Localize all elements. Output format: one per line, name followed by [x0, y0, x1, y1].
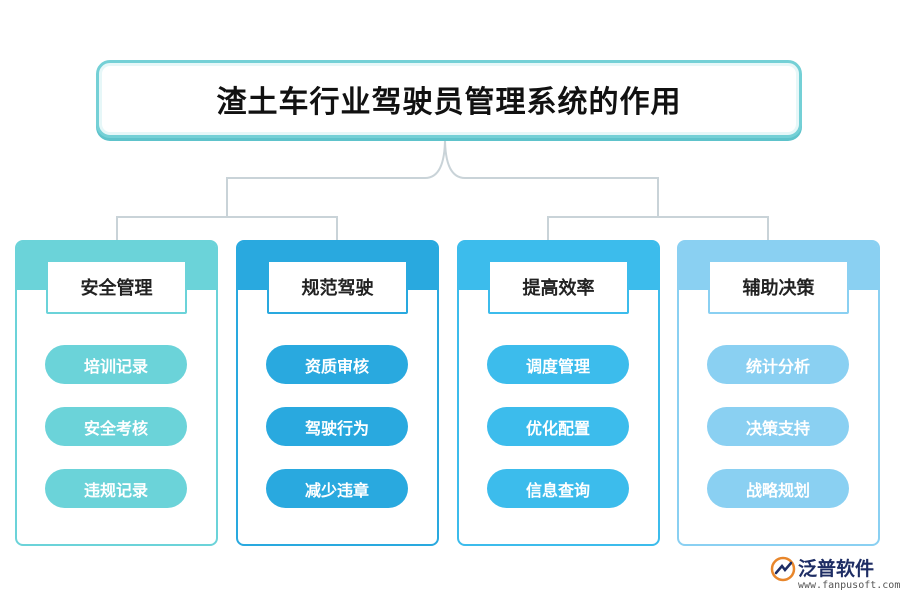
- item-pill: 调度管理: [487, 345, 629, 384]
- root-stem-right: [444, 137, 659, 217]
- brand-logo: 泛普软件 www.fanpusoft.com: [766, 552, 900, 596]
- right-branch: [547, 216, 769, 240]
- item-pill: 资质审核: [266, 345, 408, 384]
- item-pill: 违规记录: [45, 469, 187, 508]
- item-pill: 信息查询: [487, 469, 629, 508]
- item-pill: 优化配置: [487, 407, 629, 446]
- column-decision-support: 辅助决策 统计分析 决策支持 战略规划: [677, 240, 880, 546]
- item-pill: 决策支持: [707, 407, 849, 446]
- column-title: 规范驾驶: [267, 260, 408, 314]
- item-pill: 安全考核: [45, 407, 187, 446]
- item-pill: 培训记录: [45, 345, 187, 384]
- title-box: 渣土车行业驾驶员管理系统的作用: [96, 60, 802, 138]
- brand-name: 泛普软件: [798, 558, 875, 580]
- root-stem: [226, 137, 446, 217]
- column-safety: 安全管理 培训记录 安全考核 违规记录: [15, 240, 218, 546]
- column-standard-driving: 规范驾驶 资质审核 驾驶行为 减少违章: [236, 240, 439, 546]
- brand-url: www.fanpusoft.com: [798, 580, 900, 591]
- left-branch: [116, 216, 338, 240]
- diagram-title: 渣土车行业驾驶员管理系统的作用: [216, 85, 682, 120]
- item-pill: 战略规划: [707, 469, 849, 508]
- item-pill: 减少违章: [266, 469, 408, 508]
- item-pill: 统计分析: [707, 345, 849, 384]
- column-title: 提高效率: [488, 260, 629, 314]
- column-efficiency: 提高效率 调度管理 优化配置 信息查询: [457, 240, 660, 546]
- column-title: 辅助决策: [708, 260, 849, 314]
- fanpu-logo-icon: [770, 556, 796, 582]
- column-title: 安全管理: [46, 260, 187, 314]
- item-pill: 驾驶行为: [266, 407, 408, 446]
